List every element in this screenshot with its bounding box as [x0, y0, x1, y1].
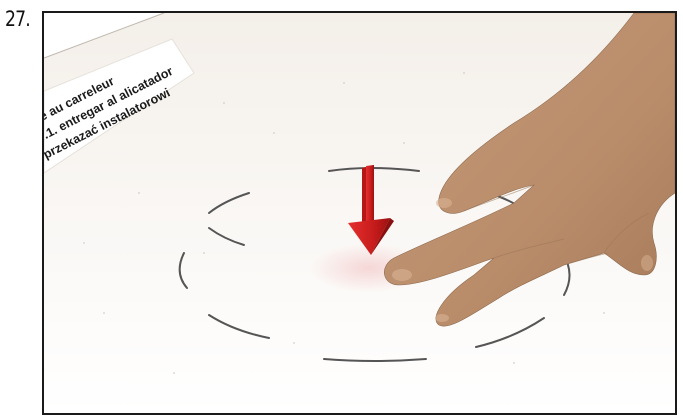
step-number: 27. [5, 7, 30, 31]
illustration-canvas: e au carreleur r.1. entregar al alicatad… [44, 13, 675, 413]
illustration-panel: e au carreleur r.1. entregar al alicatad… [42, 11, 677, 415]
